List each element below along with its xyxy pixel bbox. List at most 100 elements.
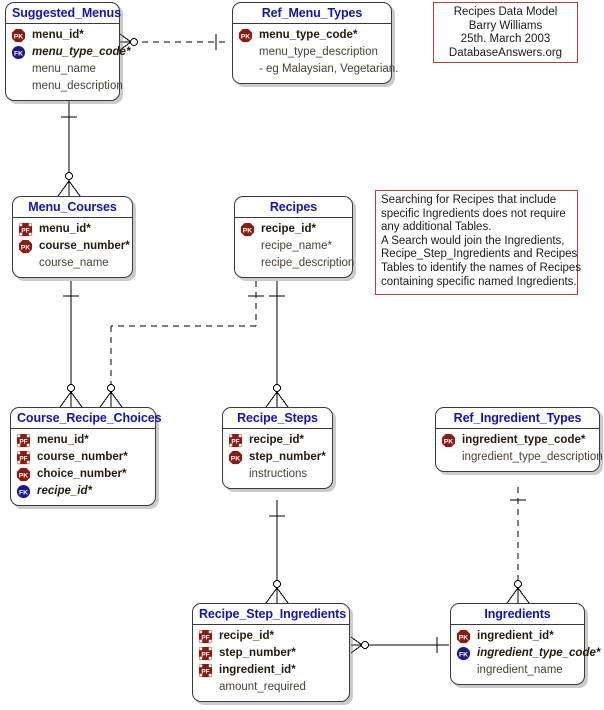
pf-icon: PF <box>198 629 213 644</box>
svg-text:PK: PK <box>444 439 454 446</box>
title-note: Recipes Data Model Barry Williams 25th. … <box>433 2 578 63</box>
attribute-row: PK menu_id* <box>11 27 114 44</box>
entity-title: Ref_Menu_Types <box>233 3 391 24</box>
entity-recipe-steps[interactable]: Recipe_Steps PF recipe_id* PK step_numbe… <box>222 407 333 489</box>
pk-icon: PK <box>228 450 243 465</box>
attribute-row: PK recipe_id* <box>240 221 347 238</box>
pk-icon: PK <box>16 467 31 482</box>
attribute-row: instructions <box>228 466 327 483</box>
svg-text:PK: PK <box>14 34 24 41</box>
entity-ref-ingredient-types[interactable]: Ref_Ingredient_Types PK ingredient_type_… <box>435 407 603 472</box>
entity-course-recipe-choices[interactable]: Course_Recipe_Choices PF menu_id* PF cou… <box>10 407 162 506</box>
no-key-icon <box>11 62 26 77</box>
attribute-list: PK ingredient_id* FK ingredient_type_cod… <box>451 625 600 684</box>
title-note-line: Barry Williams <box>468 19 543 32</box>
svg-text:PF: PF <box>201 635 209 642</box>
entity-ingredients[interactable]: Ingredients PK ingredient_id* FK ingredi… <box>450 603 600 685</box>
entity-title: Suggested_Menus <box>6 3 121 24</box>
no-key-icon <box>441 450 456 465</box>
svg-text:PK: PK <box>243 228 253 235</box>
rel-recipes-course-recipe-choices <box>99 281 264 408</box>
attribute-row: ingredient_name <box>456 662 579 679</box>
attribute-row: PF step_number* <box>198 645 344 662</box>
attribute-row: FK ingredient_type_code* <box>456 645 600 662</box>
pk-icon: PK <box>240 222 255 237</box>
attribute-row: PF ingredient_id* <box>198 662 344 679</box>
attribute-row: PF recipe_id* <box>198 628 344 645</box>
search-note-line: containing specific named Ingredients. <box>381 275 577 288</box>
svg-text:PF: PF <box>231 439 239 446</box>
attribute-list: PF menu_id* PK course_number* course_nam… <box>13 218 132 277</box>
svg-text:FK: FK <box>459 652 468 659</box>
entity-ref-menu-types[interactable]: Ref_Menu_Types PK menu_type_code* menu_t… <box>232 2 398 84</box>
attribute-row: menu_name <box>11 61 114 78</box>
pf-icon: PF <box>16 433 31 448</box>
attribute-row: PF recipe_id* <box>228 432 327 449</box>
attribute-row: recipe_name* <box>240 238 347 255</box>
no-key-icon <box>238 45 253 60</box>
entity-suggested-menus[interactable]: Suggested_Menus PK menu_id* FK menu_type… <box>5 2 130 101</box>
attribute-row: course_name <box>18 255 127 272</box>
attribute-row: PF course_number* <box>16 449 150 466</box>
no-key-icon <box>228 467 243 482</box>
rel-recipe-steps-recipe-step-ingredients <box>265 500 289 604</box>
entity-title: Ingredients <box>451 604 584 625</box>
pf-icon: PF <box>18 222 33 237</box>
no-key-icon <box>18 256 33 271</box>
attribute-list: PK ingredient_type_code* ingredient_type… <box>436 429 603 471</box>
attribute-list: PK recipe_id* recipe_name* recipe_descri… <box>235 218 354 277</box>
pf-icon: PF <box>198 646 213 661</box>
search-note-line: Tables to identify the names of Recipes <box>381 261 582 274</box>
search-note-line: Searching for Recipes that include <box>381 194 557 206</box>
attribute-row: PF menu_id* <box>16 432 150 449</box>
pk-icon: PK <box>456 629 471 644</box>
svg-text:FK: FK <box>14 51 23 58</box>
attribute-row: FK menu_type_code* <box>11 44 130 61</box>
pk-icon: PK <box>238 28 253 43</box>
rel-recipes-recipe-steps <box>265 281 289 408</box>
entity-title: Recipes <box>235 197 352 218</box>
fk-icon: FK <box>16 484 31 499</box>
pf-icon: PF <box>198 663 213 678</box>
attribute-row: menu_description <box>11 78 123 95</box>
no-key-icon <box>11 79 26 94</box>
attribute-row: menu_type_description <box>238 44 386 61</box>
pk-icon: PK <box>18 239 33 254</box>
attribute-row: PF menu_id* <box>18 221 127 238</box>
no-key-icon <box>198 680 213 695</box>
fk-icon: FK <box>456 646 471 661</box>
attribute-row: FK recipe_id* <box>16 483 150 500</box>
entity-title: Course_Recipe_Choices <box>11 408 162 429</box>
attribute-list: PF recipe_id* PF step_number* PF ingredi… <box>193 625 349 701</box>
svg-text:PF: PF <box>21 228 29 235</box>
svg-text:PF: PF <box>201 652 209 659</box>
entity-recipes[interactable]: Recipes PK recipe_id* recipe_name* recip… <box>234 196 354 278</box>
attribute-row: PK ingredient_type_code* <box>441 432 594 449</box>
search-note-line: A Search would join the Ingredients, <box>381 234 565 247</box>
svg-text:PK: PK <box>19 473 29 480</box>
no-key-icon <box>240 239 255 254</box>
svg-text:PF: PF <box>19 439 27 446</box>
attribute-row: PK course_number* <box>18 238 130 255</box>
attribute-list: PF recipe_id* PK step_number* instructio… <box>223 429 332 488</box>
entity-menu-courses[interactable]: Menu_Courses PF menu_id* PK course_numbe… <box>12 196 133 278</box>
attribute-row: amount_required <box>198 679 344 696</box>
fk-icon: FK <box>11 45 26 60</box>
attribute-list: PK menu_type_code* menu_type_description… <box>233 24 398 83</box>
svg-text:PK: PK <box>21 245 31 252</box>
attribute-row: - eg Malaysian, Vegetarian. <box>238 61 398 78</box>
no-key-icon <box>456 663 471 678</box>
attribute-row: PK step_number* <box>228 449 327 466</box>
no-key-icon <box>240 256 255 271</box>
search-note-line: Recipe_Step_Ingredients and Recipes <box>381 248 578 261</box>
title-note-line: DatabaseAnswers.org <box>448 46 563 59</box>
pf-icon: PF <box>228 433 243 448</box>
entity-title: Recipe_Step_Ingredients <box>193 604 349 625</box>
pk-icon: PK <box>11 28 26 43</box>
entity-recipe-step-ingredients[interactable]: Recipe_Step_Ingredients PF recipe_id* PF… <box>192 603 350 702</box>
entity-title: Menu_Courses <box>13 197 132 218</box>
search-note-line: specific Ingredients does not require <box>381 207 566 220</box>
no-key-icon <box>238 62 253 77</box>
